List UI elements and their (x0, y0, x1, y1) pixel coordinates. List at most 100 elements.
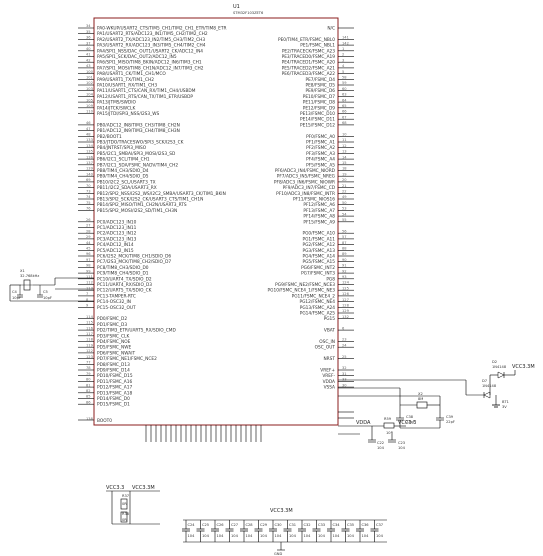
mcu-pin-number: 75 (86, 201, 91, 205)
c38-ref: C38 (406, 415, 414, 419)
bank-cap-ref: C30 (275, 523, 283, 527)
bank-cap-value: 104 (260, 534, 268, 538)
mcu-pin-label: PC15-OSC32_OUT (97, 305, 136, 311)
mcu-pin-number: 12 (342, 144, 347, 148)
mcu-pin-label: PF4/FSMC_A4 (306, 157, 335, 163)
mcu-pin-label: PD0/FSMC_D2 (97, 316, 127, 322)
mcu-pin-number: 26 (86, 218, 91, 222)
mcu-pin-number: 99 (86, 269, 91, 273)
mcu-pin-number: 79 (86, 372, 91, 376)
d2-value: 1N4148 (492, 365, 507, 369)
mcu-pin-number: 14 (342, 155, 347, 159)
mcu-pin-label: PG14/FSMC_A25 (300, 311, 335, 317)
mcu-pin-label: PD12/FSMC_A17 (97, 385, 132, 391)
vdda-net: VDDA (356, 420, 371, 426)
mcu-pin-number: 82 (86, 389, 91, 393)
bank-cap-value: 104 (347, 534, 355, 538)
bank-cap-ref: C29 (260, 523, 268, 527)
mcu-pin-label: PA9/USART1_TX/TIM1_CH2 (97, 77, 154, 83)
mcu-pin-label: PA11/USART1_CTS/CAN_RX/TIM1_CH4/USBDM (97, 88, 196, 94)
decoupling-bank: VCC3.3M GND C24104C25104C26104C27104C281… (182, 508, 387, 556)
mcu-pin-number: 128 (342, 304, 350, 308)
mcu-pin-label: PC5/ADC12_IN15 (97, 248, 134, 254)
mcu-pin-label: PF6/ADC3_IN4/FSMC_NIORD (275, 168, 336, 174)
mcu-pin-label: PA5/SPI1_SCK/DAC_OUT2/ADC12_IN5 (97, 54, 177, 60)
mcu-pin-number: 23 (342, 338, 347, 342)
mcu-pin-number: 33 (342, 378, 347, 382)
mcu-pin-label: PF9/ADC3_IN7/FSMC_CD (283, 185, 336, 191)
mcu-pin-label: PE1/FSMC_NBL1 (300, 43, 335, 49)
mcu-pin-number: 111 (86, 275, 93, 279)
mcu-pin-label: PB10/I2C2_SCL/USART3_TX (97, 179, 156, 185)
mcu-pin-label: PC9/TIM8_CH4/SDIO_D1 (97, 271, 149, 277)
mcu-pin-label: PB14/SPI2_MISO/TIM1_CH2N/USART3_RTS (97, 202, 187, 208)
r37-ref: R37 (122, 494, 129, 498)
mcu-pin-number: 100 (86, 70, 94, 74)
mcu-pin-label: PD7/FSMC_NE1/FSMC_NCE2 (97, 356, 157, 362)
mcu-pin-label: PB11/I2C2_SDA/USART3_RX (97, 185, 157, 191)
mcu-pin-number: 124 (342, 281, 350, 285)
mcu-pin-number: 116 (86, 326, 94, 330)
mcu-pin-number: 70 (86, 184, 91, 188)
mcu-pin-number: 122 (86, 349, 93, 353)
mcu-pin-number: 30 (342, 383, 347, 387)
mcu-pin-label: PD4/FSMC_NOE (97, 339, 131, 345)
mcu-pin-number: 80 (86, 378, 91, 382)
mcu-pin-number: 119 (86, 343, 94, 347)
c4-value: 10pF (12, 296, 21, 300)
mcu-pin-label: PF10/ADC3_IN8/FSMC_INTR (276, 191, 335, 197)
mcu-pin-number: 32 (342, 366, 347, 370)
r59-ref: R59 (384, 417, 392, 421)
mcu-pin-label: PE4/TRACED1/FSMC_A20 (282, 60, 336, 66)
mcu-pin-label: PF0/FSMC_A0 (306, 134, 335, 140)
mcu-part: STM32F103ZET6 (233, 11, 264, 15)
mcu-pin-label: PD10/FSMC_D15 (97, 373, 133, 379)
bank-cap-ref: C37 (376, 523, 383, 527)
mcu-pin-label: PA1/USART2_RTS/ADC123_IN1/TIM5_CH2/TIM2_… (97, 31, 208, 37)
mcu-pin-label: PD6/FSMC_NWAIT (97, 350, 135, 356)
mcu-pin-label: VREF+ (320, 368, 335, 374)
bank-cap-value: 104 (188, 534, 196, 538)
mcu-pin-label: PG6/FSMC_INT2 (301, 265, 335, 271)
bank-cap-value: 104 (289, 534, 297, 538)
bank-cap-value: 104 (333, 534, 341, 538)
bank-cap-ref: C35 (347, 523, 354, 527)
c5-ref: C5 (43, 290, 48, 294)
lse-crystal-circuit: X1 32.768kHz C4 10pF C5 10pF (9, 269, 94, 302)
bank-cap-ref: C24 (188, 523, 196, 527)
mcu-pin-label: PA8/USART1_CK/TIM1_CH1/MCO (97, 71, 166, 77)
mcu-pin-number: 42 (86, 58, 91, 62)
c5-value: 10pF (43, 296, 52, 300)
mcu-pin-number: 9 (86, 304, 89, 308)
mcu-bottom-pins (145, 425, 262, 442)
mcu-pin-label: PG0/FSMC_A10 (303, 231, 336, 237)
mcu-pin-label: PF15/FSMC_A9 (303, 219, 335, 225)
mcu-pin-label: PC1/ADC123_IN11 (97, 225, 137, 231)
mcu-pin-label: PE0/TIM4_ETR/FSMC_NBL0 (278, 37, 335, 43)
mcu-pin-number: 44 (86, 241, 91, 245)
mcu-pin-label: PF11/FSMC_NIOS16 (293, 197, 335, 203)
mcu-pin-number: 103 (86, 87, 93, 91)
mcu-pin-number: 125 (342, 286, 349, 290)
mcu-pin-label: PB15/SPI2_MOSI/I2S2_SD/TIM1_CH3N (97, 208, 177, 214)
mcu-pin-number: 67 (342, 115, 347, 119)
mcu-pin-number: 20 (342, 178, 347, 182)
mcu-pin-label: PC4/ADC12_IN14 (97, 242, 134, 248)
mcu-pin-number: 50 (342, 201, 347, 205)
mcu-pin-label: PD11/FSMC_A16 (97, 379, 132, 385)
mcu-pin-label: PF13/FSMC_A7 (303, 208, 335, 214)
boot0-pin-number: 138 (86, 417, 94, 421)
r37-value: 0R (122, 502, 127, 506)
mcu-pin-label: PD8/FSMC_D13 (97, 362, 130, 368)
mcu-pin-label: PF7/ADC3_IN5/FSMC_NREG (277, 174, 335, 180)
mcu-pin-number: 59 (342, 81, 347, 85)
mcu-pin-label: PA6/SPI1_MISO/TIM8_BKIN/ADC12_IN6/TIM3_C… (97, 60, 202, 66)
mcu-pin-label: N/C (327, 26, 335, 32)
bank-cap-value: 104 (275, 534, 283, 538)
mcu-pin-label: PD13/FSMC_A18 (97, 390, 132, 396)
mcu-pin-label: PA2/USART2_TX/ADC123_IN2/TIM5_CH3/TIM2_C… (97, 37, 205, 43)
mcu-pin-number: 57 (342, 235, 347, 239)
mcu-pin-label: PE11/FSMC_D8 (303, 100, 336, 106)
mcu-pin-label: PD15/FSMC_D1 (97, 402, 130, 408)
mcu-pin-number: 29 (86, 235, 91, 239)
